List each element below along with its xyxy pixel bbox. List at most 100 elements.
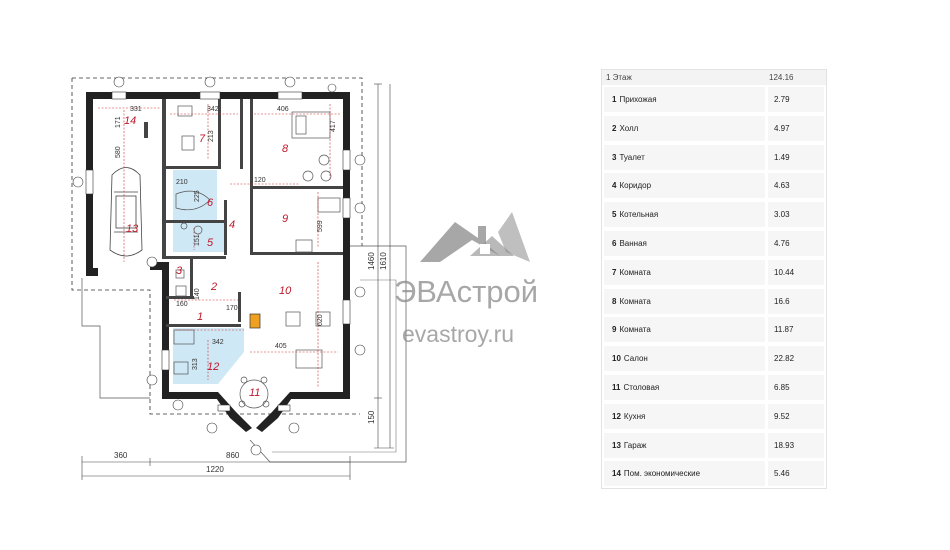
svg-text:5: 5 [207,237,214,249]
svg-text:13: 13 [126,223,139,235]
room-number: 12 [612,411,621,421]
room-name: Столовая [623,382,660,392]
room-name: Туалет [619,152,645,162]
room-name: Комната [619,325,651,335]
svg-text:1: 1 [197,311,203,323]
room-area-cell: 18.93 [768,432,824,458]
room-number: 4 [612,181,617,191]
svg-text:1460: 1460 [367,252,376,270]
svg-text:3: 3 [176,265,183,277]
svg-text:171: 171 [115,116,122,128]
room-number: 14 [612,469,621,479]
table-header: 1 Этаж 124.16 [602,70,826,85]
room-area-cell: 4.63 [768,173,824,199]
room-number: 6 [612,238,617,248]
svg-text:331: 331 [130,106,142,113]
svg-text:170: 170 [226,305,238,312]
svg-text:6: 6 [207,197,214,209]
room-number: 13 [612,440,621,450]
room-number: 7 [612,267,617,277]
svg-text:140: 140 [194,288,201,300]
svg-text:ЭВАстрой: ЭВАстрой [394,274,538,309]
room-name: Пом. экономические [623,469,701,479]
svg-text:213: 213 [208,130,215,142]
room-area-cell: 3.03 [768,202,824,228]
room-area-cell: 4.76 [768,230,824,256]
window-markers [72,76,366,456]
svg-text:860: 860 [226,451,240,460]
dimension-labels: 342 406 331 417 171 210 225 120 213 599 … [114,106,388,474]
svg-text:evastroy.ru: evastroy.ru [402,321,514,347]
svg-text:120: 120 [254,177,266,184]
interior-walls [144,99,343,327]
room-name: Комната [619,267,651,277]
svg-text:160: 160 [176,301,188,308]
svg-text:14: 14 [124,115,136,127]
svg-text:580: 580 [115,146,122,158]
terrace-outline [81,278,150,399]
svg-text:9: 9 [282,213,288,225]
kitchen-fill [173,328,244,384]
room-area-cell: 2.79 [768,87,824,112]
room-area-cell: 22.82 [768,346,824,372]
room-name: Котельная [619,210,659,220]
room-area-cell: 9.52 [768,403,824,429]
svg-text:10: 10 [279,285,292,297]
svg-text:12: 12 [207,361,219,373]
room-name: Салон [623,354,648,364]
room-name: Комната [619,296,651,306]
room-name: Коридор [619,181,652,191]
floor-total: 124.16 [769,73,794,82]
floor-label: 1 Этаж [606,73,632,82]
room-number: 8 [612,296,617,306]
dimension-lines [98,104,340,388]
svg-text:4: 4 [229,219,235,231]
room-number: 10 [612,354,621,364]
svg-text:620: 620 [317,314,324,326]
svg-text:210: 210 [176,179,188,186]
room-number: 1 [612,95,617,104]
room-name: Кухня [623,411,646,421]
svg-text:313: 313 [192,358,199,370]
svg-text:2: 2 [210,281,217,293]
svg-text:406: 406 [277,106,289,113]
room-area-cell: 10.44 [768,259,824,285]
floor-plan: 1 2 3 4 5 6 7 8 9 10 11 12 13 14 342 406… [71,76,538,480]
roof-outline [71,77,363,415]
room-name: Холл [619,123,639,133]
room-number: 9 [612,325,617,335]
svg-text:1220: 1220 [206,465,224,474]
svg-text:405: 405 [275,343,287,350]
svg-text:225: 225 [194,190,201,202]
room-area-cell: 11.87 [768,317,824,343]
svg-text:599: 599 [317,220,324,232]
terrace-right [249,245,407,463]
boiler-fill [173,222,225,252]
house-roof-icon [420,222,500,262]
room-number: 2 [612,123,617,133]
svg-text:11: 11 [249,387,260,399]
windows [85,91,351,412]
svg-text:151: 151 [194,234,201,246]
room-numbers: 1 2 3 4 5 6 7 8 9 10 11 12 13 14 [124,115,292,399]
